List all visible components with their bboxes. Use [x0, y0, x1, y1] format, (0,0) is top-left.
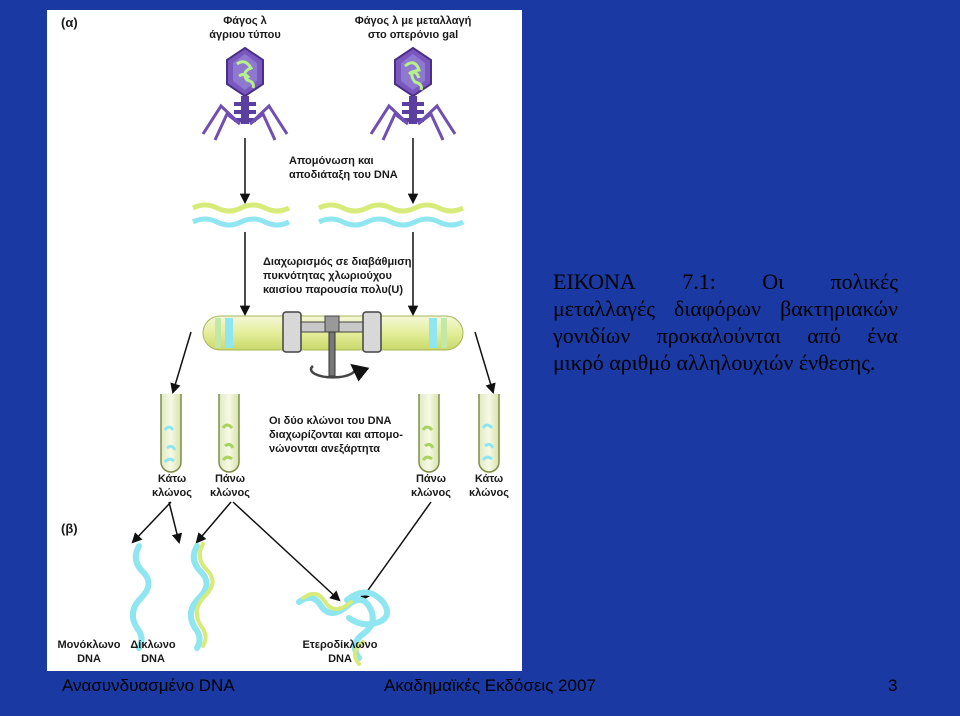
caption-line-3: γονιδίων προκαλούνται από ένα — [553, 323, 898, 348]
svg-text:DNA: DNA — [328, 653, 352, 665]
dna-label-hetero: Ετεροδίκλωνο DNA — [303, 639, 378, 665]
svg-text:Ετεροδίκλωνο: Ετεροδίκλωνο — [303, 639, 378, 651]
tube-label-3: Πάνω κλώνος — [411, 473, 451, 499]
svg-text:διαχωρίζονται και απομο-: διαχωρίζονται και απομο- — [269, 429, 403, 441]
denatured-dna-mutant — [317, 202, 465, 228]
test-tube-4 — [478, 394, 500, 473]
centrifuge-rotor — [282, 311, 382, 382]
arrow-tube-1-down — [131, 501, 172, 544]
svg-text:Φάγος λ με μεταλλαγή: Φάγος λ με μεταλλαγή — [355, 15, 472, 27]
svg-text:πυκνότητας χλωριούχου: πυκνότητας χλωριούχου — [263, 270, 392, 282]
svg-text:DNA: DNA — [77, 653, 101, 665]
single-strand-dna — [129, 543, 152, 651]
phage-wild-type — [201, 46, 289, 141]
svg-text:Κάτω: Κάτω — [475, 473, 503, 485]
svg-text:Απομόνωση και: Απομόνωση και — [289, 155, 374, 167]
figure-caption: ΕΙΚΟΝΑ 7.1: Οι πολικές μεταλλαγές διαφόρ… — [553, 268, 898, 376]
svg-text:Πάνω: Πάνω — [416, 473, 446, 485]
svg-text:αποδιάταξη του DNA: αποδιάταξη του DNA — [289, 169, 398, 181]
phage-mutant — [369, 46, 457, 141]
separation-label: Διαχωρισμός σε διαβάθμιση πυκνότητας χλω… — [263, 256, 412, 296]
arrow-tube-3-hetero — [359, 501, 432, 602]
dna-label-single: Μονόκλωνο DNA — [58, 639, 121, 665]
caption-line-1: ΕΙΚΟΝΑ 7.1: Οι πολικές — [553, 269, 898, 294]
arrow-to-tube-4 — [474, 331, 496, 395]
isolation-label: Απομόνωση και αποδιάταξη του DNA — [289, 155, 398, 181]
svg-text:στο οπερόνιο gal: στο οπερόνιο gal — [368, 29, 458, 41]
tube-label-2: Πάνω κλώνος — [210, 473, 250, 499]
svg-text:κλώνος: κλώνος — [411, 487, 451, 499]
caption-line-4: μικρό αριθμό αλληλουχιών ένθεσης. — [553, 350, 876, 375]
svg-text:Οι δύο κλώνοι του DNA: Οι δύο κλώνοι του DNA — [269, 415, 392, 427]
arrow-tube-2-hetero — [232, 501, 341, 602]
footer-title: Ανασυνδυασμένο DNA — [62, 676, 235, 695]
panel-label-a: (α) — [61, 15, 78, 30]
svg-text:νώνονται ανεξάρτητα: νώνονται ανεξάρτητα — [269, 443, 380, 455]
arrow-tube-2-down — [195, 501, 232, 544]
svg-text:κλώνος: κλώνος — [469, 487, 509, 499]
footer-publisher: Ακαδημαϊκές Εκδόσεις 2007 — [384, 676, 596, 695]
tube-label-1: Κάτω κλώνος — [152, 473, 192, 499]
test-tube-2 — [218, 394, 240, 473]
test-tube-3 — [418, 394, 440, 473]
phage-mutant-title: Φάγος λ με μεταλλαγή στο οπερόνιο gal — [355, 15, 472, 41]
svg-text:κλώνος: κλώνος — [152, 487, 192, 499]
svg-text:Κάτω: Κάτω — [158, 473, 186, 485]
phage-wild-title: Φάγος λ άγριου τύπου — [209, 15, 280, 41]
svg-text:Δίκλωνο: Δίκλωνο — [130, 639, 175, 651]
panel-label-b: (β) — [61, 521, 78, 536]
svg-text:Φάγος λ: Φάγος λ — [223, 15, 267, 27]
heteroduplex-dna — [296, 589, 391, 666]
figure-panel: (α) (β) Φάγος λ άγριου τύπου Φάγος λ με … — [47, 10, 522, 671]
double-strand-dna — [187, 542, 215, 651]
svg-text:κλώνος: κλώνος — [210, 487, 250, 499]
svg-text:Μονόκλωνο: Μονόκλωνο — [58, 639, 121, 651]
arrow-tube-1-down-b — [168, 501, 183, 545]
svg-text:Πάνω: Πάνω — [215, 473, 245, 485]
dna-label-double: Δίκλωνο DNA — [130, 639, 175, 665]
svg-text:Διαχωρισμός σε διαβάθμιση: Διαχωρισμός σε διαβάθμιση — [263, 256, 412, 268]
svg-text:DNA: DNA — [141, 653, 165, 665]
denatured-dna-wild — [191, 202, 291, 228]
svg-text:καισίου παρουσία πολυ(U): καισίου παρουσία πολυ(U) — [263, 284, 403, 296]
arrow-to-tube-1 — [170, 331, 192, 395]
strands-note: Οι δύο κλώνοι του DNA διαχωρίζονται και … — [269, 415, 403, 455]
caption-line-2: μεταλλαγές διαφόρων βακτηριακών — [553, 296, 898, 321]
tube-label-4: Κάτω κλώνος — [469, 473, 509, 499]
test-tube-1 — [160, 394, 182, 473]
svg-text:άγριου τύπου: άγριου τύπου — [209, 29, 280, 41]
page-number: 3 — [888, 676, 898, 695]
